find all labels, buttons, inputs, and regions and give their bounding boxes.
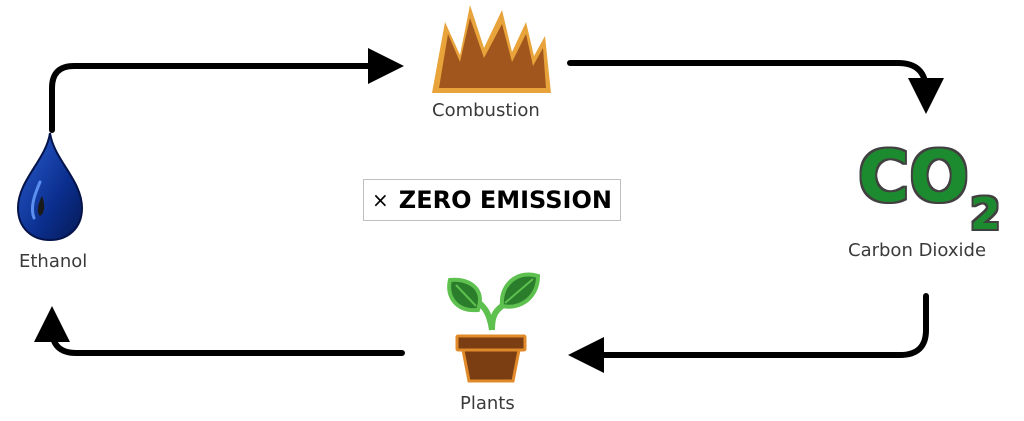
plants-label: Plants	[460, 393, 515, 414]
co2-formula: CO 2	[858, 136, 1001, 235]
arrow-ethanol-to-combustion	[49, 48, 404, 133]
arrow-plants-to-ethanol	[34, 306, 405, 356]
potted-plant-icon	[447, 272, 541, 383]
co2-subscript: 2	[970, 189, 1001, 235]
zero-emission-text: ZERO EMISSION	[398, 186, 612, 214]
zero-emission-badge: × ZERO EMISSION	[363, 179, 621, 221]
flame-icon	[432, 5, 551, 93]
cross-icon: ×	[372, 188, 389, 212]
drop-icon	[16, 132, 84, 242]
combustion-label: Combustion	[432, 100, 540, 121]
co2-main: CO	[858, 136, 969, 218]
carbon-dioxide-label: Carbon Dioxide	[848, 240, 987, 261]
arrow-co2-to-plants	[568, 293, 929, 373]
arrow-combustion-to-co2	[567, 60, 944, 114]
ethanol-label: Ethanol	[19, 251, 88, 272]
